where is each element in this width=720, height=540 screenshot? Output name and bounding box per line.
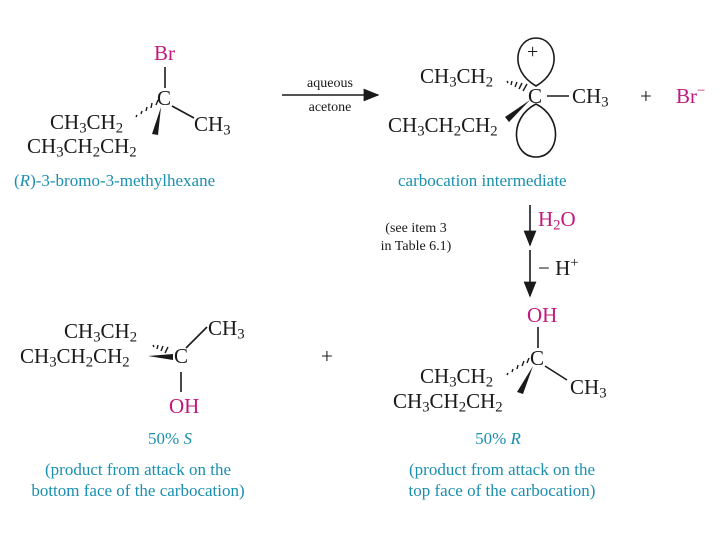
p-orbital: [515, 37, 557, 158]
reactant-propyl: CH3CH2CH2: [27, 134, 137, 161]
reactant-bromine: Br: [154, 41, 175, 65]
reactant-carbon: C: [157, 86, 172, 110]
product-s-caption-line2: bottom face of the carbocation): [31, 481, 245, 500]
hashed-bond-s-ethyl: [152, 344, 169, 354]
product-r-caption-line1: (product from attack on the: [409, 460, 595, 479]
product-r-ethyl: CH3CH2: [420, 364, 494, 391]
deprotonation-label: − H+: [538, 254, 579, 280]
reactant-name: (R)-3-bromo-3-methylhexane: [14, 171, 216, 190]
wedge-bond-r-propyl: [517, 366, 533, 394]
product-s-methyl: CH3: [208, 316, 245, 343]
table-note-line2: in Table 6.1): [380, 239, 452, 254]
hashed-bond-cation-ethyl: [506, 80, 528, 92]
cation-propyl: CH3CH2CH2: [388, 113, 498, 140]
hashed-bond-r-ethyl: [506, 357, 530, 376]
hashed-bond-ethyl: [135, 99, 159, 118]
water-reagent: H2O: [538, 207, 576, 234]
cation-carbon: C: [528, 84, 543, 108]
side-plus: +: [640, 84, 652, 108]
product-s-percent: 50% S: [148, 429, 192, 448]
wedge-bond-s-propyl: [148, 354, 173, 360]
table-note-line1: (see item 3: [385, 221, 447, 236]
product-s-hydroxyl: OH: [169, 394, 200, 418]
arrow1-bottom-label: acetone: [308, 100, 352, 115]
reactant-ethyl: CH3CH2: [50, 110, 124, 137]
product-r-hydroxyl: OH: [527, 303, 558, 327]
product-s-caption-line1: (product from attack on the: [45, 460, 231, 479]
product-s-ethyl: CH3CH2: [64, 319, 138, 346]
bond-r-methyl: [544, 365, 568, 381]
wedge-bond-cation-propyl: [505, 100, 530, 122]
cation-caption: carbocation intermediate: [398, 171, 567, 190]
product-r-caption-line2: top face of the carbocation): [408, 481, 596, 500]
bond-s-methyl: [185, 326, 208, 349]
product-r-methyl: CH3: [570, 375, 607, 402]
product-r-percent: 50% R: [475, 429, 521, 448]
cation-methyl: CH3: [572, 84, 609, 111]
reactant-methyl: CH3: [194, 112, 231, 139]
product-s-carbon: C: [174, 344, 189, 368]
cation-ethyl: CH3CH2: [420, 64, 494, 91]
products-plus: +: [321, 344, 333, 368]
arrow1-top-label: aqueous: [307, 76, 353, 91]
cation-plus-lobe: +: [527, 41, 539, 63]
wedge-bond-propyl: [152, 107, 161, 135]
product-r-propyl: CH3CH2CH2: [393, 389, 503, 416]
product-s-propyl: CH3CH2CH2: [20, 344, 130, 371]
bond-c-methyl: [171, 105, 195, 119]
product-r-carbon: C: [530, 346, 545, 370]
bromide-ion: Br−: [676, 82, 706, 108]
